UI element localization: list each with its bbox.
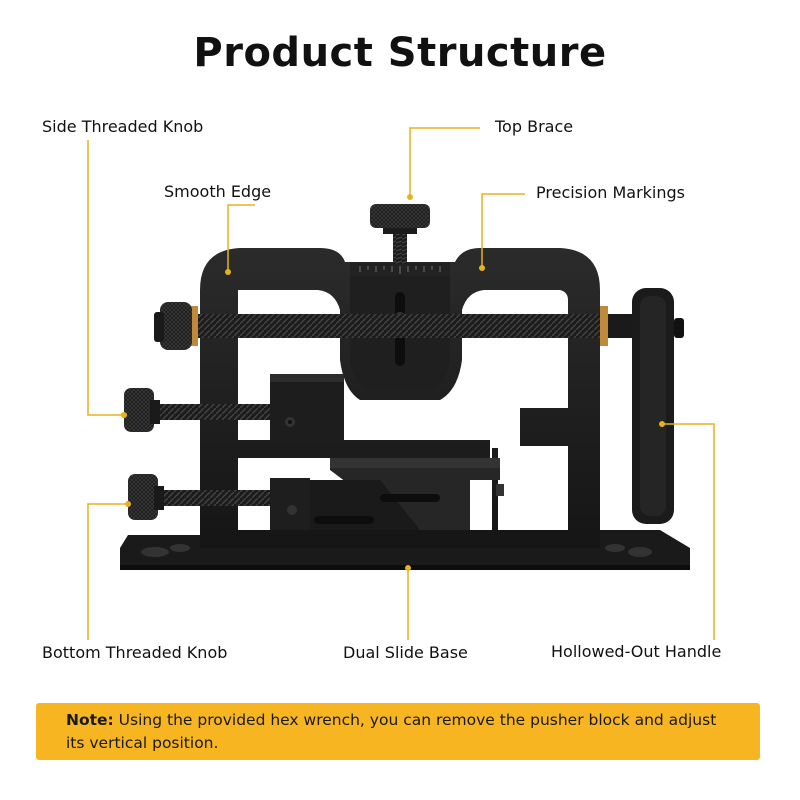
label-bottom-threaded-knob: Bottom Threaded Knob	[42, 643, 228, 662]
page-title: Product Structure	[193, 30, 607, 76]
leader-precision-markings	[481, 193, 525, 268]
note-text: Using the provided hex wrench, you can r…	[66, 711, 717, 752]
leader-bottom-threaded-knob	[87, 503, 128, 640]
leader-lines	[87, 127, 715, 640]
leader-top-brace	[409, 127, 480, 195]
leader-dots	[121, 194, 665, 571]
top-brace-knob	[370, 204, 430, 264]
bottom-slide	[128, 458, 504, 530]
leader-side-threaded-knob	[87, 140, 124, 416]
pusher-block	[124, 374, 344, 444]
label-hollowed-out-handle: Hollowed-Out Handle	[551, 642, 722, 661]
leader-smooth-edge	[227, 204, 255, 270]
note-box: Note: Using the provided hex wrench, you…	[36, 703, 760, 760]
label-dual-slide-base: Dual Slide Base	[343, 643, 468, 662]
label-precision-markings: Precision Markings	[536, 183, 686, 202]
upper-screw	[154, 302, 638, 350]
leader-hollowed-out-handle	[662, 423, 715, 640]
label-side-threaded-knob: Side Threaded Knob	[42, 117, 204, 136]
label-smooth-edge: Smooth Edge	[164, 182, 272, 201]
label-top-brace: Top Brace	[495, 117, 574, 136]
note-prefix: Note:	[66, 711, 114, 729]
handle	[632, 288, 684, 524]
